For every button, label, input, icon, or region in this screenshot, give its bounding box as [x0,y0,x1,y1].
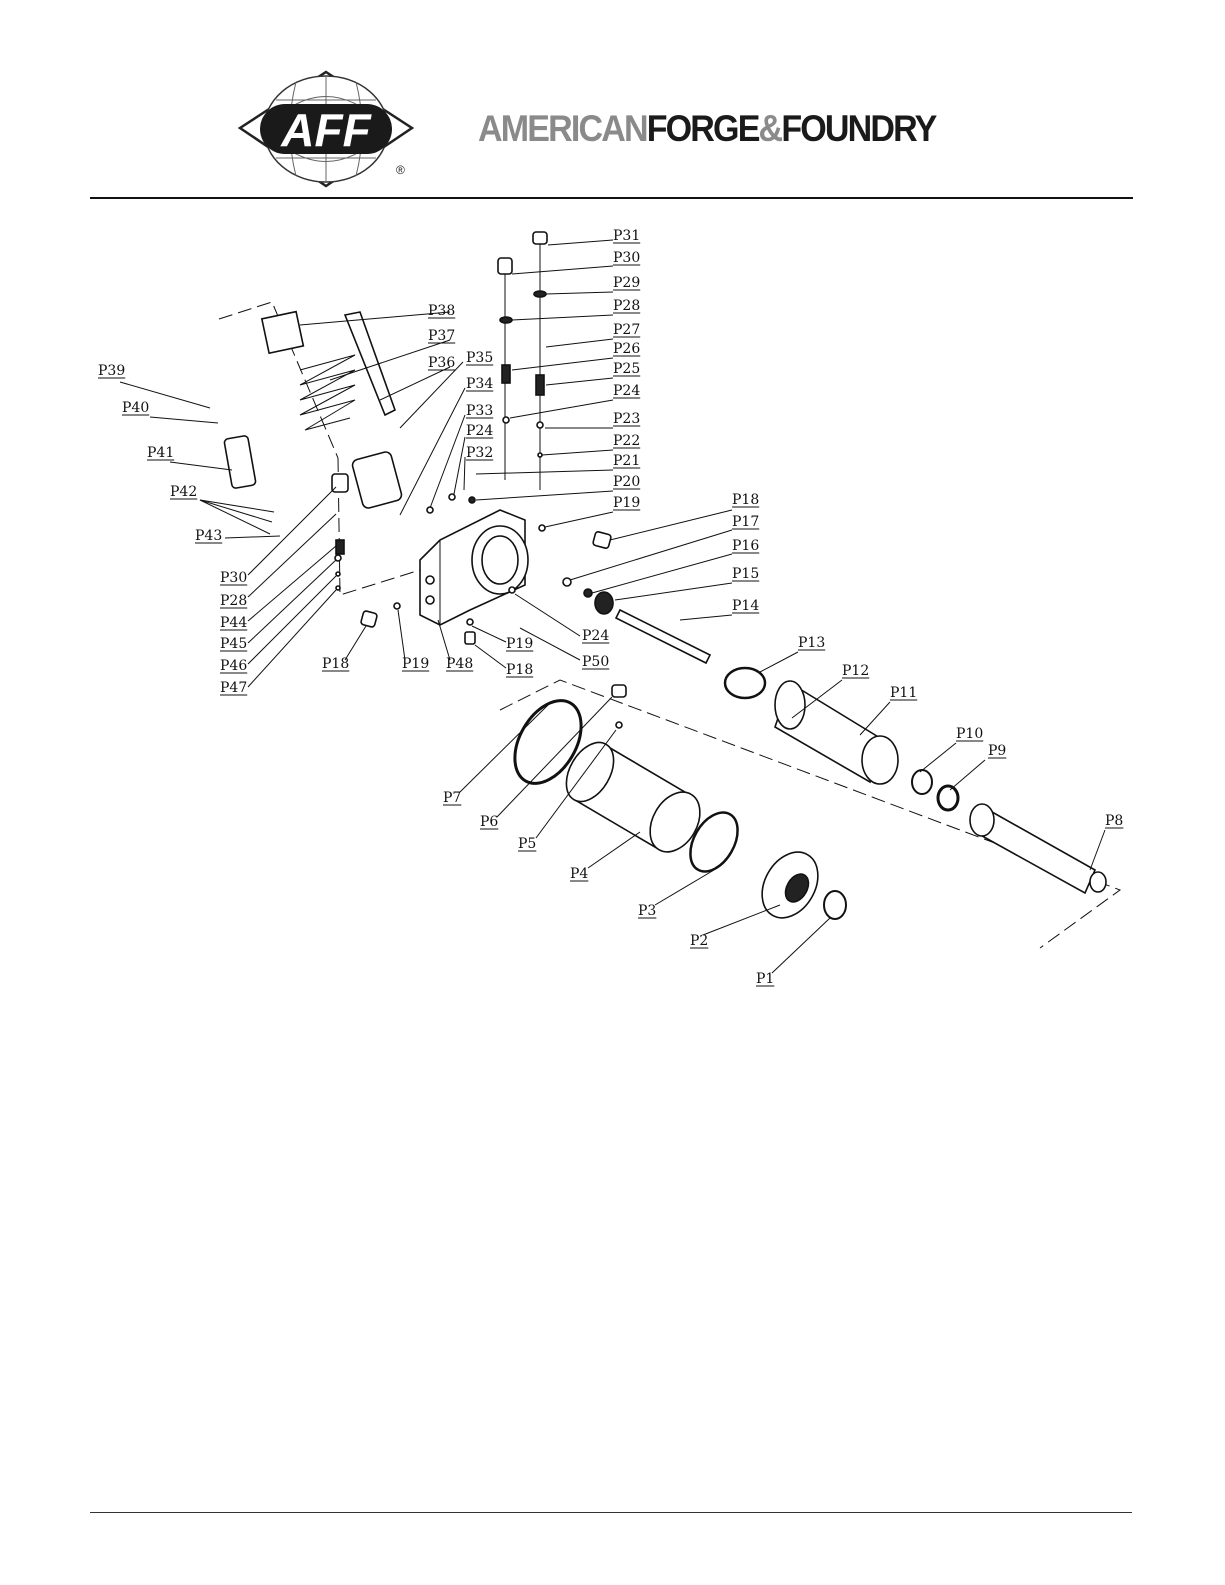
brand-name-amp: & [759,108,782,149]
part-label: P35 [466,350,493,366]
brand-name-foundry: FOUNDRY [781,108,935,149]
part-label: P24 [582,628,609,644]
part-label: P39 [98,363,125,379]
part-p31 [533,232,547,244]
part-label: P34 [466,376,493,392]
part-p30-top [498,258,512,274]
pump-body [420,510,528,625]
part-label: P18 [732,492,759,508]
part-label: P22 [613,433,640,449]
part-label: P1 [756,971,774,987]
part-label: P25 [613,361,640,377]
part-label: P17 [732,514,759,530]
part-label: P18 [322,656,349,672]
part-label: P5 [518,836,536,852]
part-label: P44 [220,615,247,631]
part-p10 [912,770,932,794]
part-label: P29 [613,275,640,291]
part-label: P48 [446,656,473,672]
part-p1-ring [824,891,846,919]
part-label: P28 [220,593,247,609]
part-p38 [262,312,304,354]
part-label: P41 [147,445,174,461]
part-label: P14 [732,598,759,614]
part-label: P7 [443,790,461,806]
page-header: AFF ® AMERICANFORGE&FOUNDRY [0,0,1225,200]
part-p44-spring [336,540,344,554]
part-p29 [534,291,546,297]
part-label: P45 [220,636,247,652]
part-label: P38 [428,303,455,319]
part-p18-right [592,531,611,549]
part-p14-rod [616,610,710,663]
part-label: P2 [690,933,708,949]
header-divider [90,197,1133,199]
part-p36-plunger [345,312,395,415]
part-label: P46 [220,658,247,674]
part-p18-left [360,610,377,627]
part-label: P47 [220,680,247,696]
part-label: P31 [613,228,640,244]
part-label: P11 [890,685,917,701]
part-label: P19 [402,656,429,672]
brand-name: AMERICANFORGE&FOUNDRY [478,108,935,150]
part-label: P24 [466,423,493,439]
part-p7-plug [612,685,626,697]
part-label: P3 [638,903,656,919]
part-label: P28 [613,298,640,314]
part-label: P23 [613,411,640,427]
part-label: P32 [466,445,493,461]
part-label: P12 [842,663,869,679]
part-p18-bottom [465,632,475,644]
part-label: P30 [220,570,247,586]
part-label: P50 [582,654,609,670]
part-p41 [224,435,256,488]
part-label: P37 [428,328,455,344]
part-p2-cap [751,842,829,928]
spring-p37 [300,355,355,430]
part-label: P27 [613,322,640,338]
part-p8-ram [970,804,1106,893]
part-label: P19 [506,636,533,652]
part-label: P10 [956,726,983,742]
part-label: P20 [613,474,640,490]
part-label: P40 [122,400,149,416]
part-label: P24 [613,383,640,399]
part-p11-cylinder [775,681,898,784]
part-label: P42 [170,484,197,500]
part-p15-nut [595,592,613,614]
part-label: P8 [1105,813,1123,829]
part-label: P36 [428,355,455,371]
part-label: P19 [613,495,640,511]
part-label: P21 [613,453,640,469]
part-label: P4 [570,866,588,882]
registered-mark: ® [396,163,405,177]
footer-divider [90,1512,1132,1513]
part-label: P18 [506,662,533,678]
part-label: P33 [466,403,493,419]
part-label: P6 [480,814,498,830]
part-p25-spring [536,375,544,395]
part-label: P43 [195,528,222,544]
part-label: P15 [732,566,759,582]
aff-logo-icon: AFF ® [236,70,416,190]
logo-text: AFF [280,104,372,156]
part-p4-reservoir [557,734,710,860]
part-p28-top [500,317,512,323]
brand-name-forge: FORGE [647,108,759,149]
part-p13-ring [725,668,765,698]
part-p9 [938,786,958,810]
part-label: P13 [798,635,825,651]
part-label: P16 [732,538,759,554]
part-label: P9 [988,743,1006,759]
part-label: P30 [613,250,640,266]
handle-socket [351,451,403,510]
brand-name-american: AMERICAN [478,108,647,149]
part-label: P26 [613,341,640,357]
part-p26-spring [502,365,510,383]
